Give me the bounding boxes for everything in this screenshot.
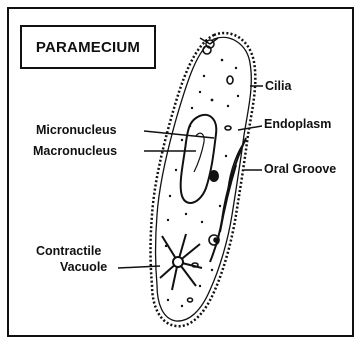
label-contractile: Contractile: [36, 244, 101, 258]
label-micronucleus: Micronucleus: [36, 123, 117, 137]
label-vacuole: Vacuole: [60, 260, 107, 274]
diagram-title: PARAMECIUM: [36, 39, 140, 56]
title-box: PARAMECIUM: [20, 25, 156, 69]
label-cilia: Cilia: [265, 79, 291, 93]
label-macronucleus: Macronucleus: [33, 144, 117, 158]
micronucleus-shape: [209, 170, 219, 182]
label-oral-groove: Oral Groove: [264, 162, 336, 176]
label-endoplasm: Endoplasm: [264, 117, 331, 131]
